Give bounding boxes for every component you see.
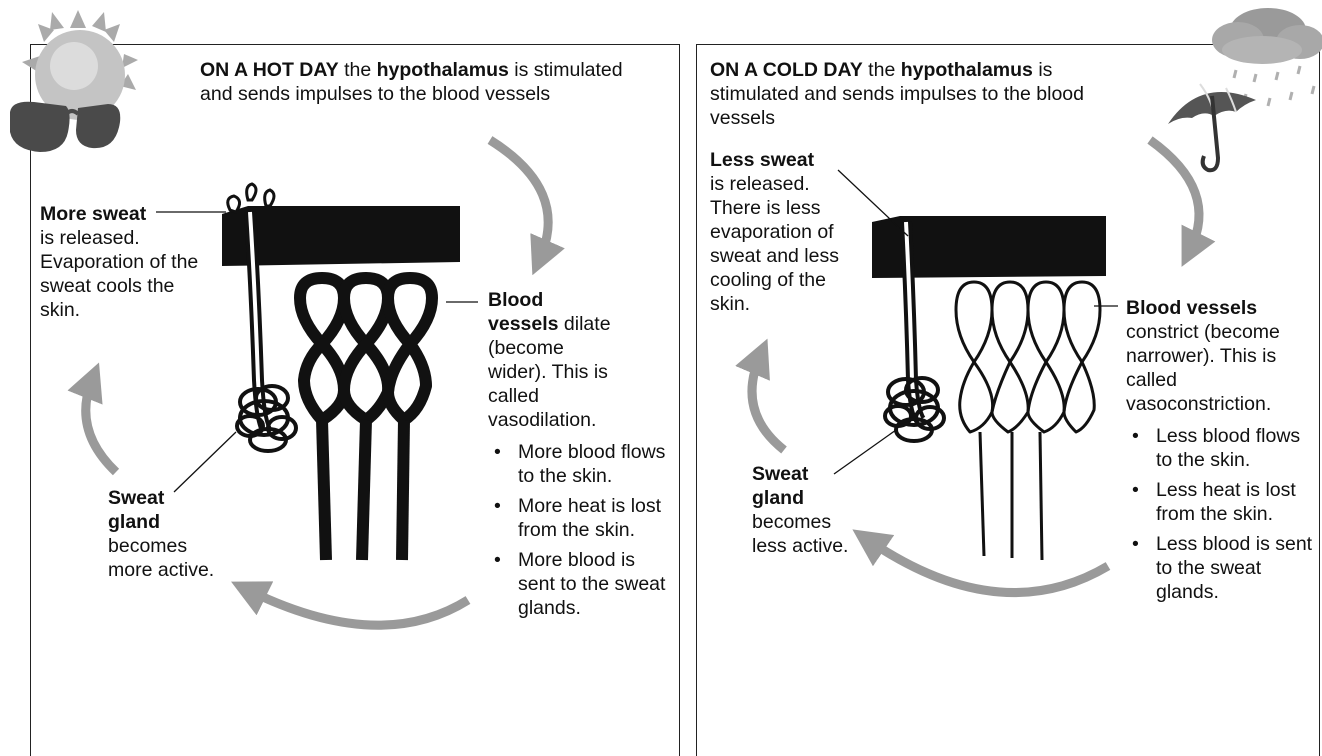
cold-effect-item: Less blood flows to the skin.: [1126, 424, 1318, 472]
cold-arrow-to-gland: [868, 540, 1108, 593]
hot-effects-list: More blood flows to the skin. More heat …: [488, 440, 666, 620]
cold-sweat-label: Less sweat is released. There is less ev…: [710, 148, 860, 316]
cold-intro-keyword: hypothalamus: [901, 59, 1033, 81]
hot-gland-text: becomes more active.: [108, 535, 214, 581]
cold-intro: ON A COLD DAY the hypothalamus is stimul…: [710, 58, 1140, 130]
hot-effect-item: More blood flows to the skin.: [488, 440, 666, 488]
hot-gland-label: Sweat gland becomes more active.: [108, 486, 218, 582]
hot-intro-heading: ON A HOT DAY: [200, 59, 339, 81]
cold-gland-bold: Sweat gland: [752, 463, 808, 509]
cold-vessels-label: Blood vessels constrict (become narrower…: [1126, 296, 1318, 610]
hot-arrow-to-gland: [248, 590, 468, 625]
hot-intro-keyword: hypothalamus: [377, 59, 509, 81]
cold-arrow-to-vessels: [1150, 140, 1199, 250]
hot-sweat-bold: More sweat: [40, 203, 146, 225]
umbrella-icon: [1168, 84, 1256, 170]
hot-effect-item: More heat is lost from the skin.: [488, 494, 666, 542]
cold-sweat-bold: Less sweat: [710, 149, 814, 171]
cold-vessels-bold: Blood vessels: [1126, 297, 1257, 319]
cold-gland-text: becomes less active.: [752, 511, 848, 557]
cold-intro-heading: ON A COLD DAY: [710, 59, 863, 81]
hot-gland-leader: [174, 432, 236, 492]
cold-effect-item: Less heat is lost from the skin.: [1126, 478, 1318, 526]
cold-vessels-text: constrict (become narrower). This is cal…: [1126, 321, 1280, 415]
cold-skin-section: [872, 216, 1106, 560]
hot-skin-section: [222, 184, 460, 560]
hot-arrow-to-vessels: [490, 140, 548, 258]
hot-effect-item: More blood is sent to the sweat glands.: [488, 548, 666, 620]
cold-sweat-text: is released. There is less evaporation o…: [710, 173, 839, 315]
cold-gland-label: Sweat gland becomes less active.: [752, 462, 862, 558]
hot-sweat-label: More sweat is released. Evaporation of t…: [40, 202, 200, 322]
sunglasses-icon: [10, 102, 120, 152]
cold-arrow-to-sweat: [752, 356, 784, 450]
cold-effect-item: Less blood is sent to the sweat glands.: [1126, 532, 1318, 604]
cold-effects-list: Less blood flows to the skin. Less heat …: [1126, 424, 1318, 604]
hot-vessels-label: Blood vessels dilate (become wider). Thi…: [488, 288, 666, 626]
cold-intro-text-a: the: [863, 59, 901, 81]
hot-vessels-bold: Blood vessels: [488, 289, 559, 335]
hot-arrow-to-sweat: [86, 380, 116, 472]
hot-sweat-text: is released. Evaporation of the sweat co…: [40, 227, 198, 321]
hot-gland-bold: Sweat gland: [108, 487, 164, 533]
hot-intro: ON A HOT DAY the hypothalamus is stimula…: [200, 58, 630, 106]
hot-intro-text-a: the: [339, 59, 377, 81]
